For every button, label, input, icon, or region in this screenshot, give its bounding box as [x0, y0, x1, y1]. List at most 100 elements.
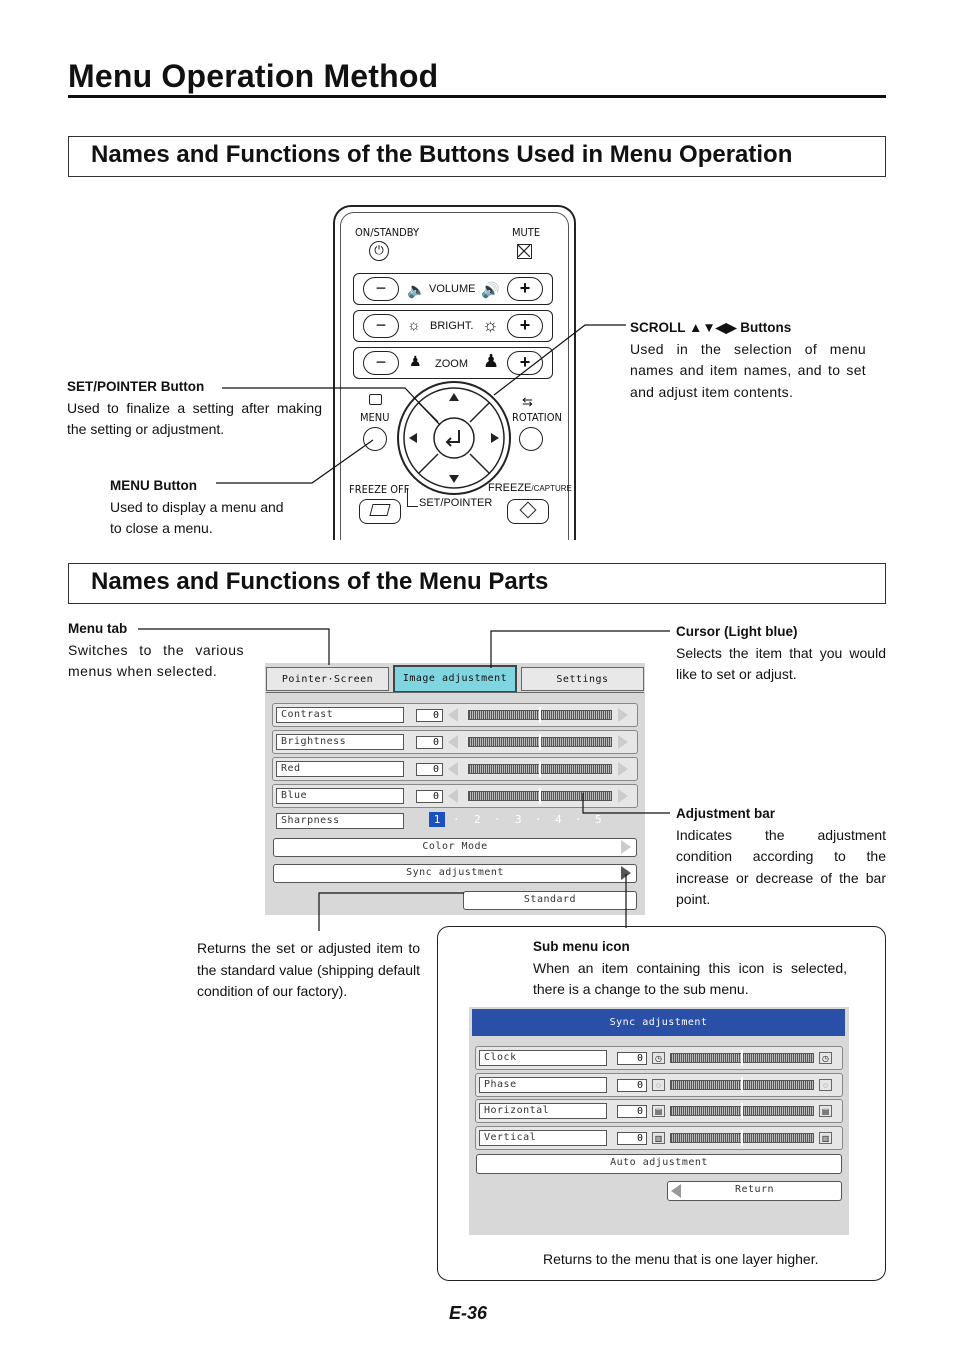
power-button[interactable]: ⏻ — [369, 241, 389, 261]
menu-button-callout-text-1: Used to display a menu and — [110, 498, 284, 515]
remote-control — [333, 205, 576, 540]
horizontal-decrease-icon[interactable]: ▤ — [652, 1105, 665, 1117]
blue-increase-arrow[interactable] — [618, 789, 628, 803]
freeze-button[interactable] — [507, 499, 549, 524]
clock-bar-point — [741, 1050, 743, 1066]
page-number: E-36 — [449, 1303, 488, 1323]
vertical-decrease-icon[interactable]: ▥ — [652, 1132, 665, 1144]
sharpness-dot: · — [535, 813, 542, 826]
color-mode-row[interactable]: Color Mode — [273, 838, 637, 857]
return-callout: Returns to the menu that is one layer hi… — [543, 1251, 819, 1267]
set-pointer-tick — [407, 488, 418, 507]
contrast-increase-arrow[interactable] — [618, 708, 628, 722]
sync-submenu-icon — [621, 866, 631, 880]
mute-button[interactable] — [517, 244, 532, 259]
rotation-label: ROTATION — [512, 411, 562, 424]
menu-label: MENU — [360, 411, 390, 424]
freeze-off-label: FREEZE OFF — [349, 483, 410, 496]
scroll-callout-text: Used in the selection of menu names and … — [630, 340, 866, 400]
sharpness-level-1[interactable]: 1 — [429, 812, 445, 827]
vertical-increase-icon[interactable]: ▥ — [819, 1132, 832, 1144]
phase-decrease-icon[interactable]: ◌ — [652, 1079, 665, 1091]
cursor-callout: Cursor (Light blue) Selects the item tha… — [676, 621, 886, 686]
blue-label: Blue — [276, 788, 404, 804]
brightness-value: 0 — [416, 736, 443, 749]
return-button[interactable]: Return — [667, 1181, 842, 1201]
red-bar-point — [539, 761, 541, 777]
clock-increase-icon[interactable]: ◷ — [819, 1052, 832, 1064]
zoom-in-button[interactable]: + — [507, 351, 543, 375]
sharpness-dot: · — [494, 813, 501, 826]
standard-button[interactable]: Standard — [463, 891, 637, 910]
remote-callout-lines — [216, 324, 626, 484]
rotation-button[interactable] — [519, 427, 543, 451]
sharpness-levels[interactable]: 1 · 2 · 3 · 4 · 5 — [429, 812, 619, 828]
freeze-label: FREEZE/CAPTURE — [488, 482, 572, 494]
menu-icon — [369, 394, 382, 405]
sync-adjustment-row[interactable]: Sync adjustment — [273, 864, 637, 883]
sharpness-dot: · — [453, 813, 460, 826]
section2-heading: Names and Functions of the Menu Parts — [91, 568, 549, 595]
tab-pointer-screen[interactable]: Pointer·Screen — [266, 667, 389, 691]
freeze-off-button[interactable] — [359, 499, 401, 524]
tab-divider — [266, 692, 644, 693]
contrast-decrease-arrow[interactable] — [448, 708, 458, 722]
horizontal-bar-point — [741, 1103, 743, 1119]
tab-image-adjustment[interactable]: Image adjustment — [393, 665, 517, 693]
on-standby-label: ON/STANDBY — [355, 226, 420, 239]
brightness-decrease-arrow[interactable] — [448, 735, 458, 749]
sun-small-icon: ☼ — [407, 317, 421, 334]
sharpness-level-4[interactable]: 4 — [555, 813, 562, 826]
adjustment-bar-callout-text: Indicates the adjustment condition accor… — [676, 826, 886, 908]
brightness-label: Brightness — [276, 734, 404, 750]
volume-label: VOLUME — [429, 283, 476, 295]
section2-heading-box: Names and Functions of the Menu Parts — [68, 563, 886, 604]
scroll-callout-title: SCROLL ▲▼◀▶ Buttons — [630, 320, 792, 335]
clock-decrease-icon[interactable]: ◷ — [652, 1052, 665, 1064]
bright-up-button[interactable]: + — [507, 314, 543, 338]
submenu-title-bar: Sync adjustment — [472, 1009, 845, 1036]
phase-bar-point — [741, 1077, 743, 1093]
standard-callout: Returns the set or adjusted item to the … — [197, 940, 420, 999]
page-title: Menu Operation Method — [68, 58, 439, 94]
sharpness-level-5[interactable]: 5 — [595, 813, 602, 826]
blue-decrease-arrow[interactable] — [448, 789, 458, 803]
menu-tab-callout-text: Switches to the various menus when selec… — [68, 641, 244, 680]
sharpness-level-2[interactable]: 2 — [474, 813, 481, 826]
zoom-out-button[interactable]: − — [363, 351, 399, 375]
tab-settings[interactable]: Settings — [521, 667, 644, 691]
bright-down-button[interactable]: − — [363, 314, 399, 338]
menu-button[interactable] — [363, 427, 387, 451]
contrast-bar-point — [539, 707, 541, 723]
set-pointer-callout: SET/POINTER Button Used to finalize a se… — [67, 376, 322, 441]
volume-up-button[interactable]: + — [507, 277, 543, 301]
vertical-value: 0 — [617, 1132, 647, 1145]
cursor-callout-title: Cursor (Light blue) — [676, 624, 798, 639]
sun-large-icon: ☼ — [482, 315, 499, 335]
vertical-label: Vertical — [479, 1130, 607, 1146]
auto-adjustment-button[interactable]: Auto adjustment — [476, 1154, 842, 1174]
speaker-low-icon: 🔈 — [407, 282, 426, 299]
phase-increase-icon[interactable]: ◌ — [819, 1079, 832, 1091]
remote-inner-outline — [340, 212, 569, 540]
submenu-icon-callout-text: When an item containing this icon is sel… — [533, 959, 847, 998]
set-pointer-label: SET/POINTER — [419, 497, 493, 509]
speaker-high-icon: 🔊 — [481, 282, 500, 299]
submenu-icon-callout: Sub menu icon When an item containing th… — [533, 936, 847, 1001]
color-mode-submenu-icon — [621, 840, 631, 854]
vertical-bar-point — [741, 1130, 743, 1146]
sharpness-dot: · — [575, 813, 582, 826]
return-arrow-icon — [671, 1184, 681, 1198]
red-increase-arrow[interactable] — [618, 762, 628, 776]
red-decrease-arrow[interactable] — [448, 762, 458, 776]
volume-down-button[interactable]: − — [363, 277, 399, 301]
sharpness-label: Sharpness — [276, 813, 404, 829]
brightness-increase-arrow[interactable] — [618, 735, 628, 749]
sharpness-level-3[interactable]: 3 — [515, 813, 522, 826]
submenu-icon-callout-title: Sub menu icon — [533, 939, 630, 954]
menu-tab-callout-title: Menu tab — [68, 621, 128, 636]
blue-value: 0 — [416, 790, 443, 803]
horizontal-increase-icon[interactable]: ▤ — [819, 1105, 832, 1117]
blue-bar-point — [539, 788, 541, 804]
